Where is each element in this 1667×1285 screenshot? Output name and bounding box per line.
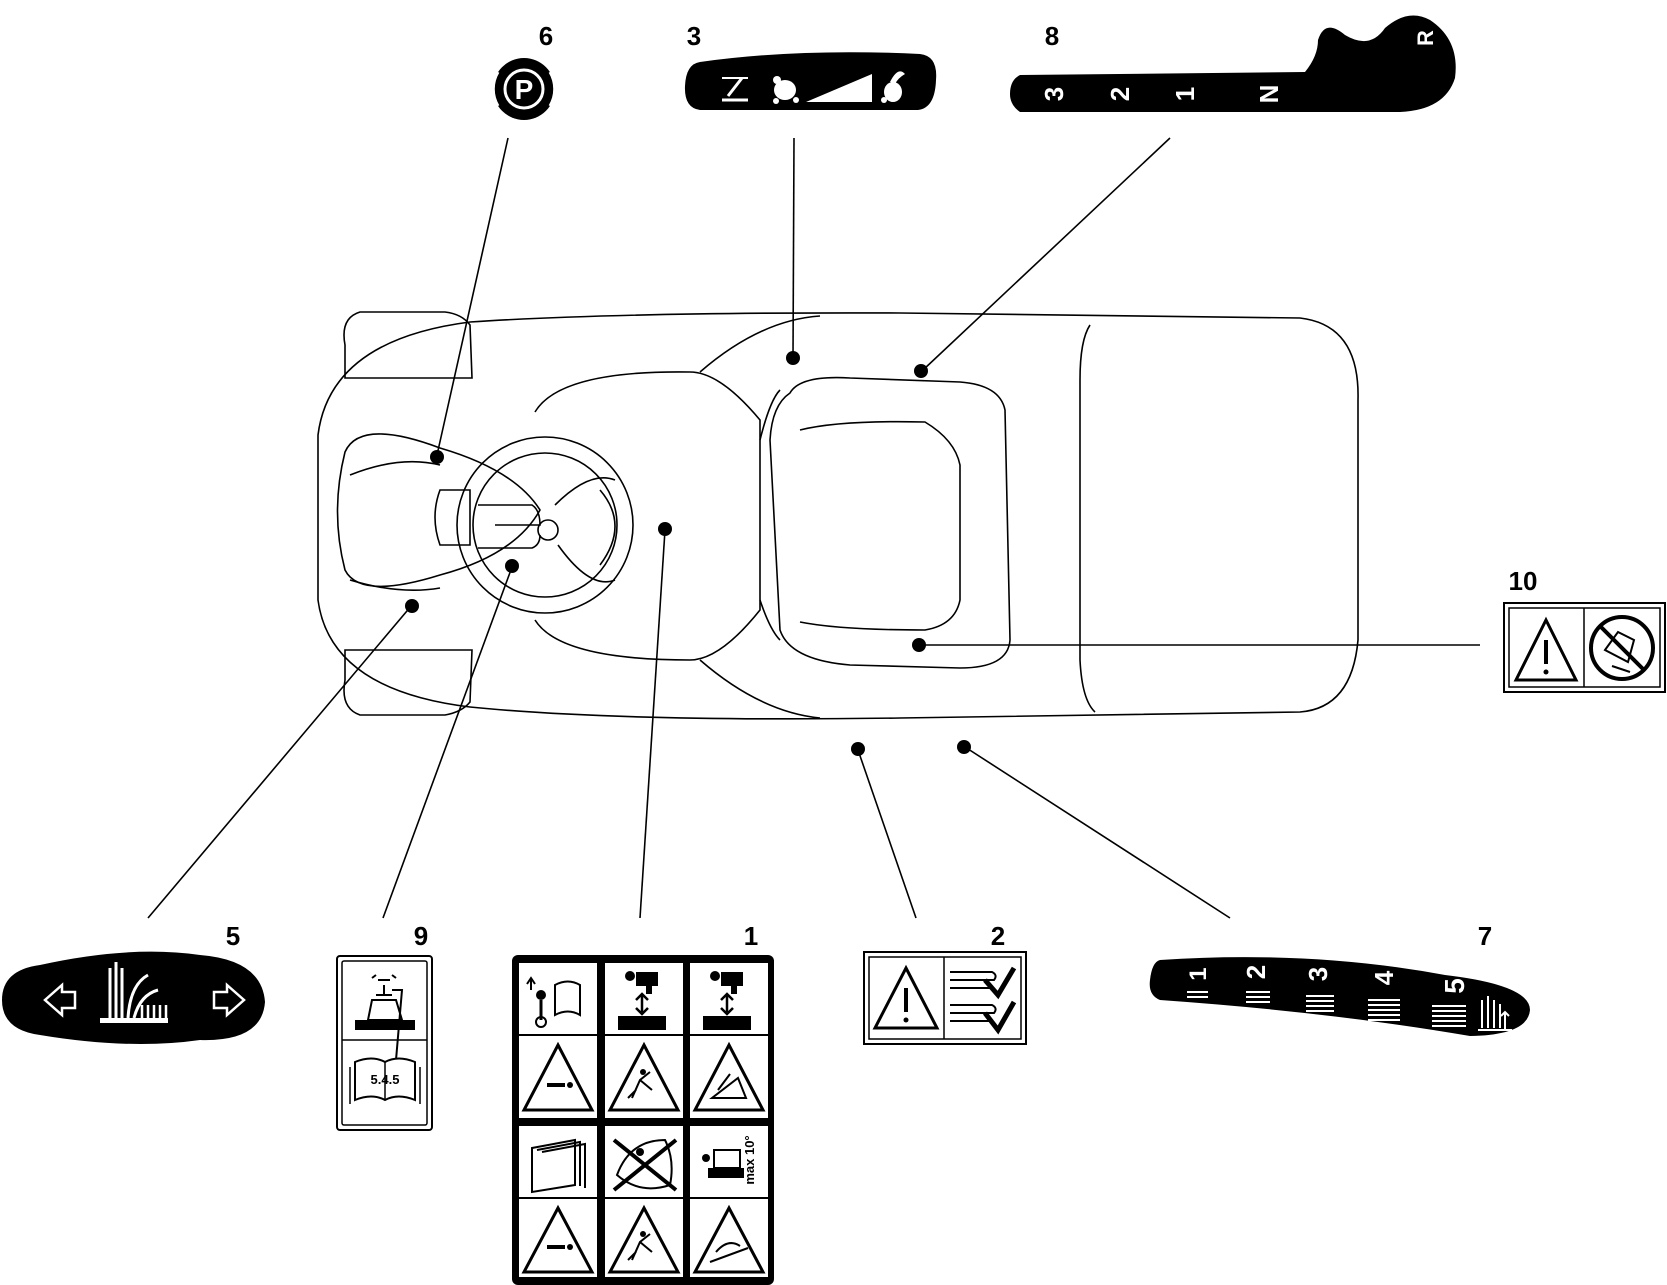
arrow-right-icon (212, 982, 246, 1018)
decal-8-gear-selector: 3 2 1 N R (1010, 15, 1456, 112)
mower-top-view (317, 311, 1359, 720)
callout-1: 1 (744, 921, 758, 951)
speed-ramp (806, 74, 872, 102)
manual-section-number: 5.4.5 (371, 1072, 400, 1087)
no-passenger-icon (612, 1138, 678, 1192)
height-level-3: 3 (1303, 967, 1333, 981)
gear-label-n: N (1254, 85, 1284, 104)
height-level-4: 4 (1369, 970, 1399, 985)
height-level-2: 2 (1241, 965, 1271, 979)
gear-label-r: R (1413, 30, 1438, 46)
callout-5: 5 (226, 921, 240, 951)
decal-2-hand-hazard (863, 951, 1027, 1045)
callout-10: 10 (1509, 566, 1538, 596)
mower-deck-icon (355, 974, 415, 1061)
tortoise-icon (773, 76, 799, 104)
hare-icon (881, 71, 905, 103)
manual-book-icon-b (531, 1138, 586, 1194)
hand-check-icon (950, 966, 1017, 1035)
steering-wheel (456, 436, 634, 614)
callout-2: 2 (991, 921, 1005, 951)
blade-hazard-triangle-icon (692, 1041, 766, 1112)
decal-7-cutting-height: 1 2 3 4 5 (1149, 957, 1530, 1036)
parking-symbol: P (515, 74, 534, 105)
warning-triangle-icon-2 (521, 1204, 595, 1274)
decal-6-parking-brake: P (491, 58, 557, 120)
operator-seat-icon-a (618, 971, 666, 1030)
decal-9-deck-manual: 5.4.5 (336, 955, 433, 1131)
gear-label-1: 1 (1170, 87, 1200, 101)
gear-label-3: 3 (1039, 87, 1069, 101)
decal-5-cutting-direction (2, 951, 265, 1044)
thrown-object-triangle-icon (607, 1041, 681, 1112)
leader-lines (147, 137, 1480, 919)
gear-label-2: 2 (1105, 87, 1135, 101)
grass-height-icon-b (1478, 996, 1512, 1031)
arrow-left-icon (43, 982, 77, 1018)
callout-7: 7 (1478, 921, 1492, 951)
slope-limit-icon: max 10° (702, 1135, 757, 1185)
decal-10-warning (1503, 602, 1666, 693)
grass-height-icon (100, 962, 168, 1023)
operator-seat-icon-b (703, 971, 751, 1030)
height-level-1: 1 (1185, 967, 1212, 980)
attachment-dots (405, 351, 971, 756)
warning-triangle-icon (1513, 616, 1579, 682)
warning-triangle-icon-1 (521, 1041, 595, 1112)
height-level-5: 5 (1439, 978, 1470, 994)
callout-9: 9 (414, 921, 428, 951)
height-bars (1187, 991, 1466, 1027)
warning-triangle-icon-3 (872, 964, 940, 1030)
lever-manual-icon (526, 976, 581, 1028)
slope-limit-text: max 10° (742, 1135, 757, 1184)
decal-3-throttle (684, 52, 937, 110)
decal-1-safety-matrix: max 10° (512, 955, 774, 1285)
no-hands-prohibition-icon (1589, 615, 1655, 681)
callout-3: 3 (687, 21, 701, 51)
callout-8: 8 (1045, 21, 1059, 51)
callout-6: 6 (539, 21, 553, 51)
rollover-triangle-icon (692, 1204, 766, 1274)
choke-icon (722, 77, 748, 102)
thrown-object-triangle-icon-2 (607, 1204, 681, 1274)
manual-book-icon: 5.4.5 (349, 1057, 421, 1104)
